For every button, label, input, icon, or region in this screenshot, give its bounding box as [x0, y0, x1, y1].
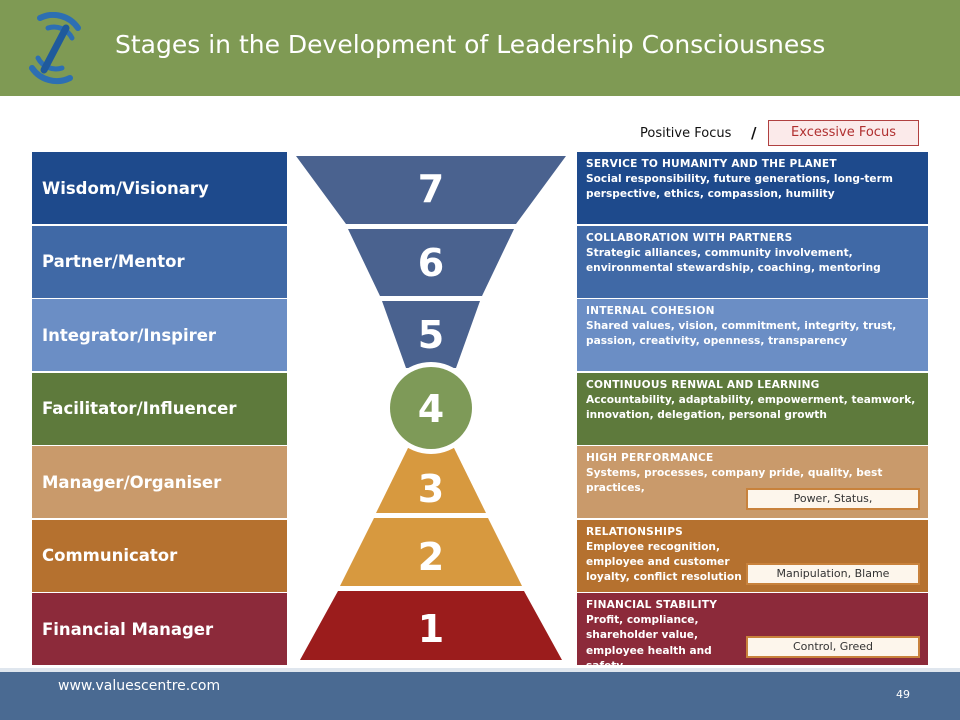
focus-text: Accountability, adaptability, empowermen…	[586, 393, 916, 421]
focus-title: CONTINUOUS RENWAL AND LEARNING	[586, 378, 820, 391]
legend-separator: /	[751, 124, 757, 142]
excessive-focus-box-1: Control, Greed	[746, 636, 920, 658]
stage-number-7: 7	[418, 167, 444, 211]
stage-name-6: Partner/Mentor	[32, 225, 287, 298]
stage-focus-7: SERVICE TO HUMANITY AND THE PLANET Socia…	[577, 152, 928, 224]
stage-name-5: Integrator/Inspirer	[32, 299, 287, 371]
stage-name-7: Wisdom/Visionary	[32, 152, 287, 224]
focus-text: Strategic alliances, community involveme…	[586, 246, 881, 274]
funnel-segment-3	[376, 448, 486, 513]
focus-text: Profit, compliance, shareholder value, e…	[586, 614, 712, 665]
focus-title: HIGH PERFORMANCE	[586, 452, 714, 464]
positive-focus-label: Positive Focus	[640, 126, 732, 141]
header-bar: Stages in the Development of Leadership …	[0, 0, 960, 96]
focus-text: Systems, processes, company pride, quali…	[586, 467, 883, 495]
stage-focus-5: INTERNAL COHESION Shared values, vision,…	[577, 299, 928, 371]
excessive-focus-box-3: Power, Status,	[746, 488, 920, 510]
stage-number-6: 6	[418, 241, 444, 285]
stage-name-3: Manager/Organiser	[32, 446, 287, 518]
excessive-focus-box-2: Manipulation, Blame	[746, 562, 920, 585]
stage-focus-column: SERVICE TO HUMANITY AND THE PLANET Socia…	[577, 152, 928, 667]
stage-number-2: 2	[418, 535, 444, 579]
funnel-segment-2	[340, 518, 522, 586]
focus-title: RELATIONSHIPS	[586, 525, 683, 538]
stage-focus-3: HIGH PERFORMANCE Systems, processes, com…	[577, 446, 928, 518]
focus-text: Employee recognition, employee and custo…	[586, 540, 742, 584]
focus-text: Social responsibility, future generation…	[586, 173, 893, 201]
stage-number-5: 5	[418, 313, 444, 357]
footer-divider	[0, 668, 960, 672]
funnel-segment-7	[296, 156, 566, 224]
funnel-segment-5	[382, 301, 480, 368]
excessive-focus-label: Excessive Focus	[768, 120, 919, 146]
focus-title: SERVICE TO HUMANITY AND THE PLANET	[586, 158, 837, 170]
funnel-segment-6	[348, 229, 514, 296]
stage-name-1: Financial Manager	[32, 593, 287, 665]
stage-focus-6: COLLABORATION WITH PARTNERS Strategic al…	[577, 225, 928, 298]
focus-title: COLLABORATION WITH PARTNERS	[586, 231, 793, 244]
stage-focus-4: CONTINUOUS RENWAL AND LEARNING Accountab…	[577, 372, 928, 445]
stage-name-2: Communicator	[32, 519, 287, 592]
page-title: Stages in the Development of Leadership …	[115, 30, 826, 59]
footer-url-link[interactable]: www.valuescentre.com	[58, 678, 221, 694]
stage-number-1: 1	[418, 607, 444, 651]
footer-bar: www.valuescentre.com 49	[0, 672, 960, 720]
stage-number-3: 3	[418, 467, 444, 511]
page-number: 49	[896, 688, 910, 701]
funnel-segment-1	[300, 591, 562, 660]
valuescentre-spiral-logo-icon	[29, 12, 81, 85]
stage-focus-2: RELATIONSHIPS Employee recognition, empl…	[577, 519, 928, 592]
focus-title: FINANCIAL STABILITY	[586, 599, 718, 611]
consciousness-funnel-diagram: 7 6 5 4 3 2 1	[296, 156, 566, 660]
stage-name-4: Facilitator/Influencer	[32, 372, 287, 445]
stage-focus-1: FINANCIAL STABILITY Profit, compliance, …	[577, 593, 928, 665]
focus-legend: Positive Focus / Excessive Focus	[640, 120, 940, 150]
stage-names-column: Wisdom/Visionary Partner/Mentor Integrat…	[32, 152, 287, 667]
focus-text: Shared values, vision, commitment, integ…	[586, 320, 897, 348]
focus-title: INTERNAL COHESION	[586, 305, 715, 317]
stage-number-4: 4	[418, 387, 444, 431]
